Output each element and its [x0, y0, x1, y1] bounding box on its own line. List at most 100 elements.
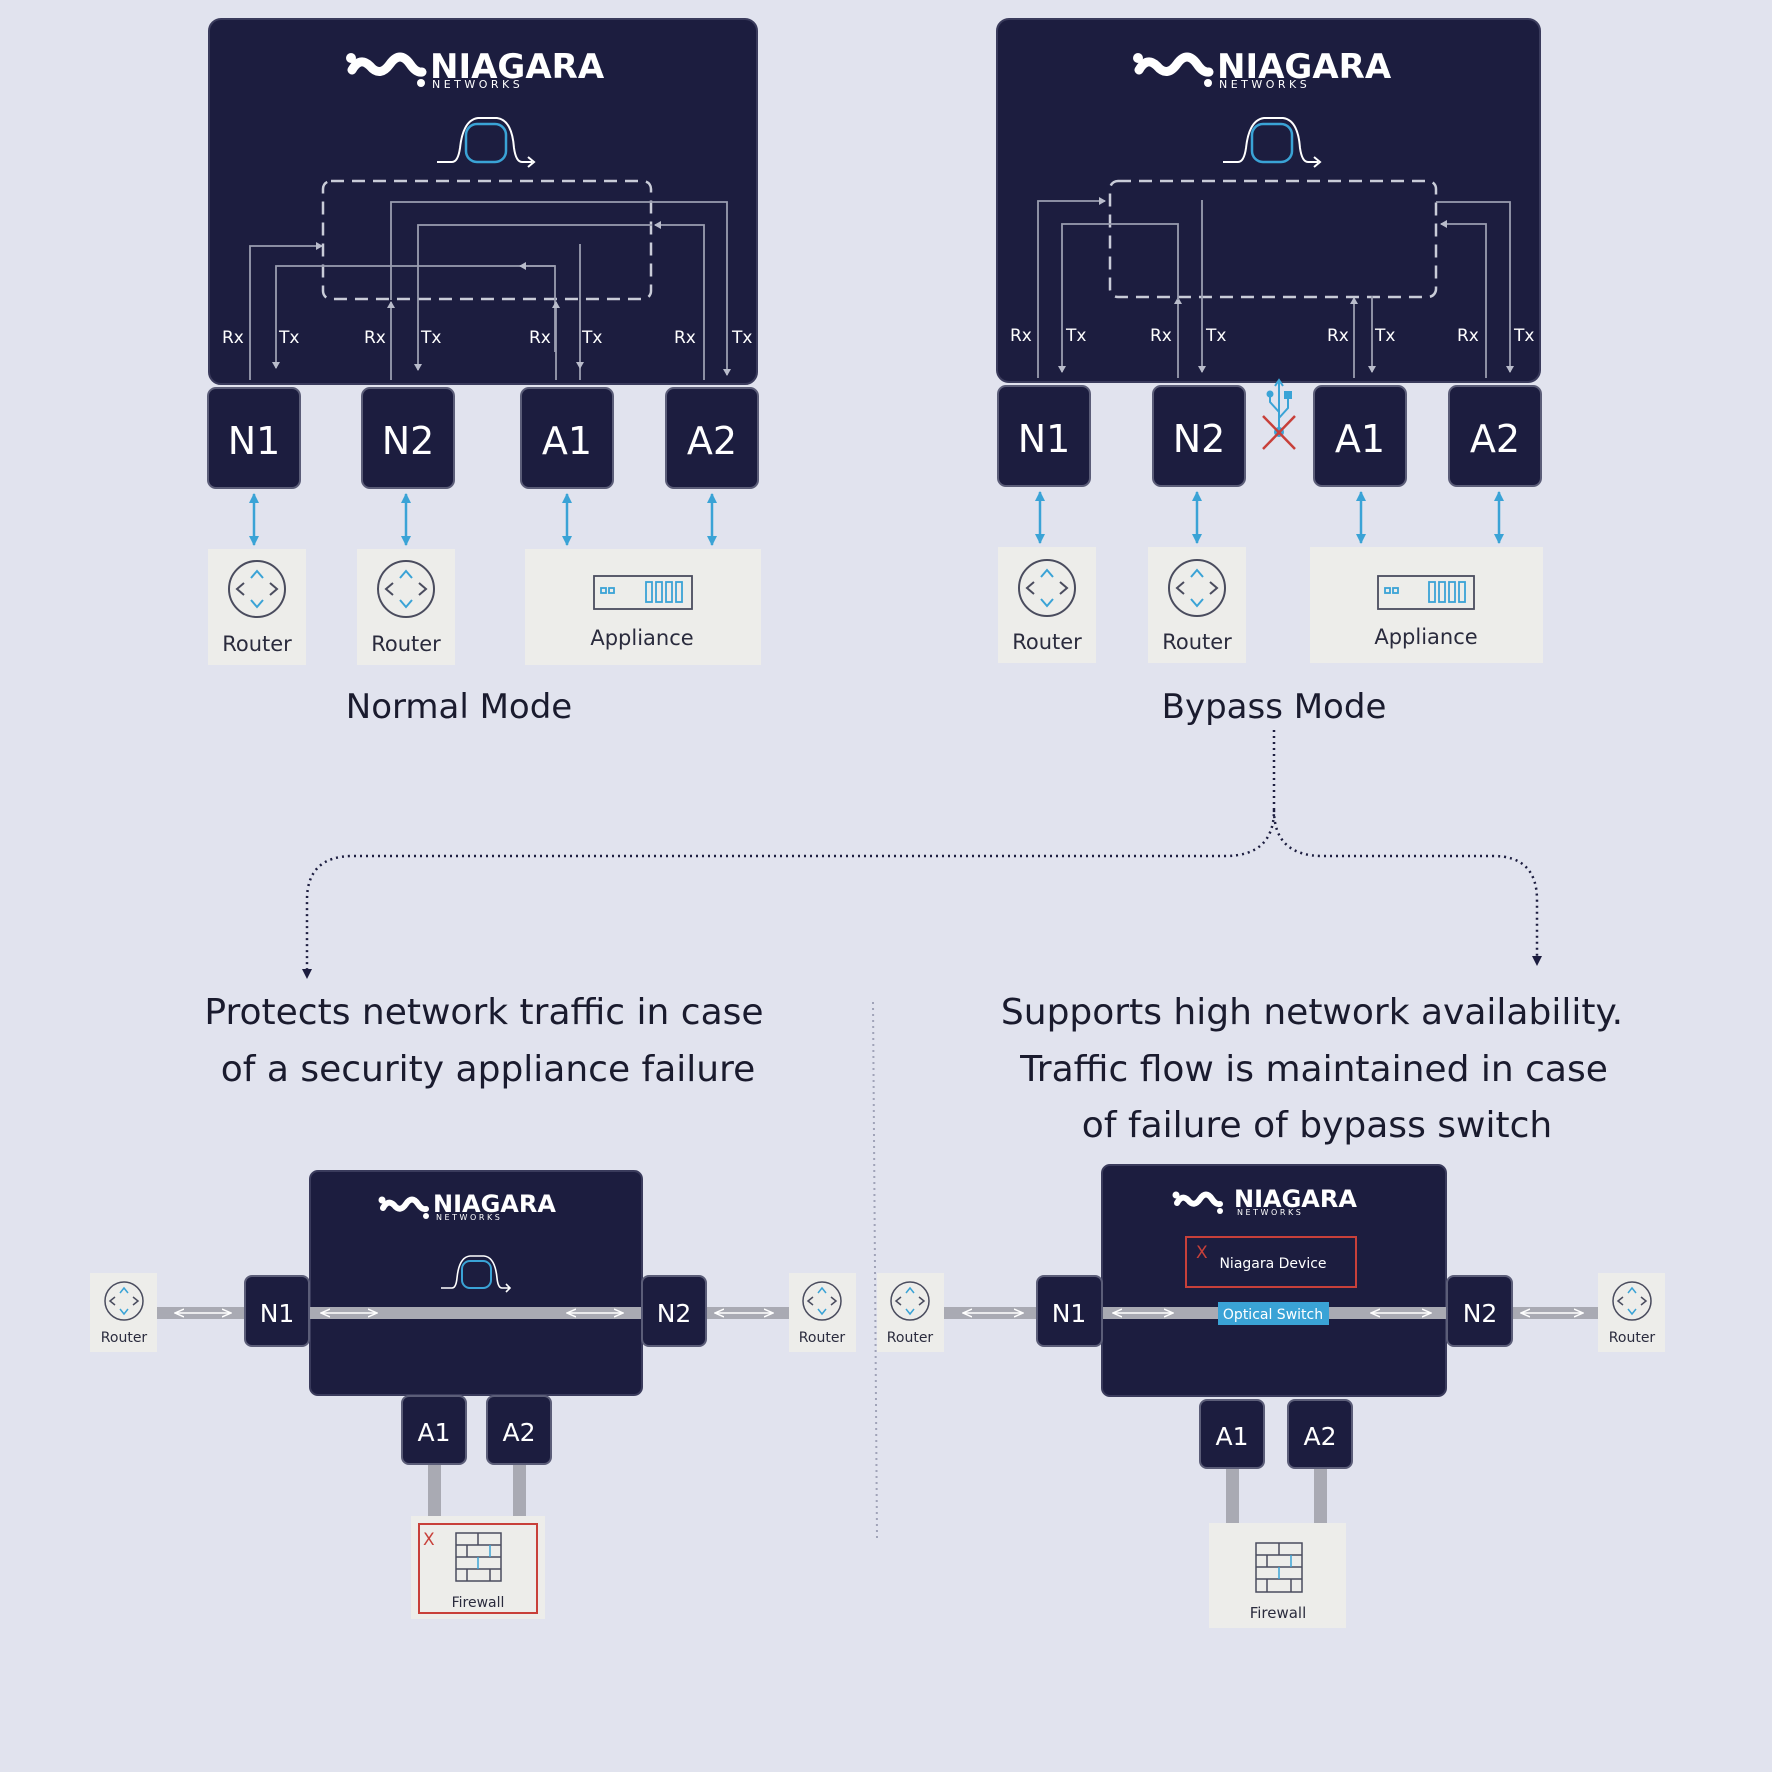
port-a2-label: A2 [1470, 417, 1520, 461]
rx-label: Rx [1010, 326, 1032, 346]
appliance-label: Appliance [1374, 625, 1477, 649]
niagara-wave-icon [1134, 52, 1214, 77]
router-icon [1018, 559, 1076, 617]
bypass-mode-title: Bypass Mode [1162, 687, 1387, 727]
port-a2-label: A2 [502, 1418, 535, 1447]
bypass-switch-icon [437, 117, 536, 168]
bypass-panel [996, 18, 1541, 383]
tx-label: Tx [581, 328, 602, 348]
failure-x-icon: X [423, 1530, 435, 1550]
dotted-connector [302, 730, 1542, 979]
caption-right-line-3: of failure of bypass switch [1082, 1105, 1552, 1146]
port-a1-label: A1 [417, 1418, 450, 1447]
router-icon [1612, 1281, 1652, 1321]
port-a1 [520, 387, 614, 489]
section-divider [872, 1001, 878, 1539]
niagara-logo: NIAGARA N E T W O R K S [346, 47, 605, 91]
link-bar [513, 1461, 526, 1517]
port-n1-label: N1 [260, 1299, 295, 1328]
niagara-logo: NIAGARA N E T W O R K S [1172, 1185, 1357, 1217]
switch-failure-scenario: NIAGARA N E T W O R K S X Niagara Device… [877, 1164, 1665, 1628]
port-a1 [1199, 1399, 1265, 1469]
rx-label: Rx [529, 328, 551, 348]
link-bar [1314, 1466, 1327, 1524]
router-label: Router [887, 1330, 934, 1346]
port-labels: Rx Tx Rx Tx Rx Tx Rx Tx [222, 328, 752, 348]
router-n1: Router [998, 547, 1096, 663]
caption-left: Protects network traffic in case of a se… [204, 992, 763, 1090]
brand-name: NIAGARA [1217, 47, 1392, 87]
appliance-icon [593, 575, 693, 610]
internal-dashed-box [321, 179, 653, 301]
router-icon [802, 1281, 842, 1321]
port-boxes: N1 N2 A1 A2 [207, 387, 759, 489]
traffic-paths [249, 201, 731, 380]
port-a2 [1287, 1399, 1353, 1469]
router-icon [1168, 559, 1226, 617]
router-icon [377, 560, 435, 618]
port-a2 [486, 1395, 552, 1465]
port-n2 [641, 1275, 707, 1347]
port-a1 [1313, 385, 1407, 487]
port-a2 [1448, 385, 1542, 487]
link-bar [428, 1461, 441, 1517]
brand-name: NIAGARA [433, 1190, 556, 1218]
router-right: Router [789, 1273, 856, 1352]
rx-label: Rx [1150, 326, 1172, 346]
port-boxes: N1 N2 A1 A2 [997, 385, 1542, 487]
port-n2-label: N2 [1463, 1299, 1498, 1328]
router-right: Router [1598, 1273, 1665, 1352]
firewall-label: Firewall [1250, 1604, 1307, 1622]
port-a1-label: A1 [542, 419, 592, 463]
optical-switch-badge [1218, 1302, 1329, 1325]
router-label: Router [101, 1330, 148, 1346]
link-bar [1226, 1466, 1239, 1524]
port-a2-label: A2 [1303, 1422, 1336, 1451]
tx-label: Tx [1513, 326, 1534, 346]
router-label: Router [222, 632, 292, 656]
caption-left-line-2: of a security appliance failure [221, 1049, 756, 1090]
brand-name: NIAGARA [430, 47, 605, 87]
caption-left-line-1: Protects network traffic in case [204, 992, 763, 1033]
port-n2-label: N2 [657, 1299, 692, 1328]
router-left: Router [90, 1273, 157, 1352]
niagara-wave-icon [1174, 1191, 1223, 1208]
port-n2 [1152, 385, 1246, 487]
tx-label: Tx [1205, 326, 1226, 346]
port-n2-label: N2 [382, 419, 435, 463]
router-label: Router [1012, 630, 1082, 654]
appliance-icon [1377, 575, 1475, 610]
router-label: Router [1609, 1330, 1656, 1346]
appliance: Appliance [1310, 547, 1543, 663]
appliance: Appliance [525, 549, 761, 665]
niagara-wave-icon [347, 52, 427, 77]
normal-mode-title: Normal Mode [346, 687, 572, 727]
connection-arrows [1035, 491, 1504, 544]
router-n2: Router [357, 549, 455, 665]
caption-right-line-2: Traffic flow is maintained in case [1019, 1049, 1608, 1090]
tx-label: Tx [278, 328, 299, 348]
optical-switch-label: Optical Switch [1223, 1307, 1323, 1323]
port-n1-label: N1 [228, 419, 281, 463]
caption-right: Supports high network availability. Traf… [1001, 992, 1623, 1146]
brand-subtitle: N E T W O R K S [1219, 78, 1307, 91]
failure-x-icon [1262, 415, 1296, 450]
port-labels: Rx Tx Rx Tx Rx Tx Rx Tx [1010, 326, 1534, 346]
router-label: Router [371, 632, 441, 656]
router-icon [104, 1281, 144, 1321]
firewall: Firewall [1209, 1523, 1346, 1628]
port-a1-label: A1 [1215, 1422, 1248, 1451]
niagara-device-label: Niagara Device [1219, 1256, 1326, 1272]
failure-outline [418, 1523, 538, 1614]
router-icon [228, 560, 286, 618]
port-a1-label: A1 [1335, 417, 1385, 461]
firewall-icon [1255, 1542, 1303, 1593]
bypass-switch-icon [441, 1255, 512, 1293]
port-n1-label: N1 [1052, 1299, 1087, 1328]
router-left: Router [877, 1273, 944, 1352]
brand-name: NIAGARA [1234, 1185, 1357, 1213]
rx-label: Rx [674, 328, 696, 348]
niagara-device-failed-box [1185, 1236, 1357, 1288]
router-label: Router [1162, 630, 1232, 654]
